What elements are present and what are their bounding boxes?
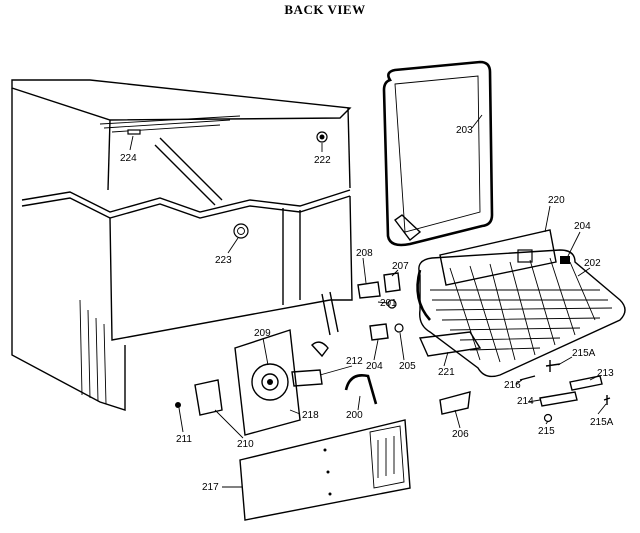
part-215a-top [545, 360, 561, 372]
part-217-panel [239, 419, 411, 521]
part-204 [560, 256, 570, 264]
break-line-lower [21, 195, 351, 219]
label-215a-top: 215A [572, 348, 596, 359]
label-207: 207 [392, 261, 409, 272]
part-205 [357, 281, 381, 299]
part-214 [539, 391, 578, 407]
part-209 [394, 323, 404, 333]
part-220-plate [439, 229, 557, 286]
label-212: 212 [346, 356, 363, 367]
label-221: 221 [438, 367, 455, 378]
small-components [357, 272, 404, 341]
part-200 [344, 374, 378, 405]
label-213: 213 [597, 368, 614, 379]
diagram-title: BACK VIEW [284, 2, 365, 17]
label-223: 223 [215, 255, 232, 266]
part-203-frame [382, 60, 494, 247]
part-213 [569, 375, 603, 391]
part-224 [127, 129, 141, 135]
label-205: 205 [399, 361, 416, 372]
cabinet-side [11, 88, 126, 411]
label-204-bottom: 204 [366, 361, 383, 372]
label-209: 209 [254, 328, 271, 339]
part-210-blade [194, 379, 223, 416]
part-201 [387, 299, 397, 309]
part-215a-bottom [603, 395, 611, 405]
part-218-shroud [234, 329, 301, 436]
part-208-mid [311, 341, 329, 358]
label-200: 200 [346, 410, 363, 421]
fan-assembly [175, 329, 323, 436]
part-223 [233, 223, 249, 239]
label-210: 210 [237, 439, 254, 450]
label-216: 216 [504, 380, 521, 391]
part-209-motor [261, 373, 279, 391]
part-216 [519, 375, 536, 381]
cabinet-top [11, 79, 352, 121]
part-206 [439, 391, 471, 415]
label-211: 211 [176, 434, 192, 445]
label-215a-bottom: 215A [590, 417, 614, 428]
label-222: 222 [314, 155, 331, 166]
label-208-top: 208 [356, 248, 373, 259]
condenser-coil [416, 249, 626, 378]
break-line-upper [21, 189, 351, 213]
drain-tube [154, 137, 223, 206]
label-224: 224 [120, 153, 137, 164]
part-204-relay [369, 323, 389, 341]
label-201: 201 [380, 298, 397, 309]
label-204-top: 204 [574, 221, 591, 232]
part-207 [383, 272, 401, 293]
label-218: 218 [302, 410, 319, 421]
label-202: 202 [584, 258, 601, 269]
label-220: 220 [548, 195, 565, 206]
label-215: 215 [538, 426, 555, 437]
part-215 [543, 413, 553, 423]
leader-lines [129, 114, 607, 488]
hardware-parts [519, 360, 611, 423]
part-221-tray [418, 331, 482, 357]
label-217: 217 [202, 482, 219, 493]
label-206: 206 [452, 429, 469, 440]
cabinet [11, 79, 353, 411]
part-211 [175, 402, 181, 408]
label-203: 203 [456, 125, 473, 136]
label-214: 214 [517, 396, 534, 407]
part-labels: 224 222 223 203 220 204 202 208 207 201 … [120, 125, 614, 493]
